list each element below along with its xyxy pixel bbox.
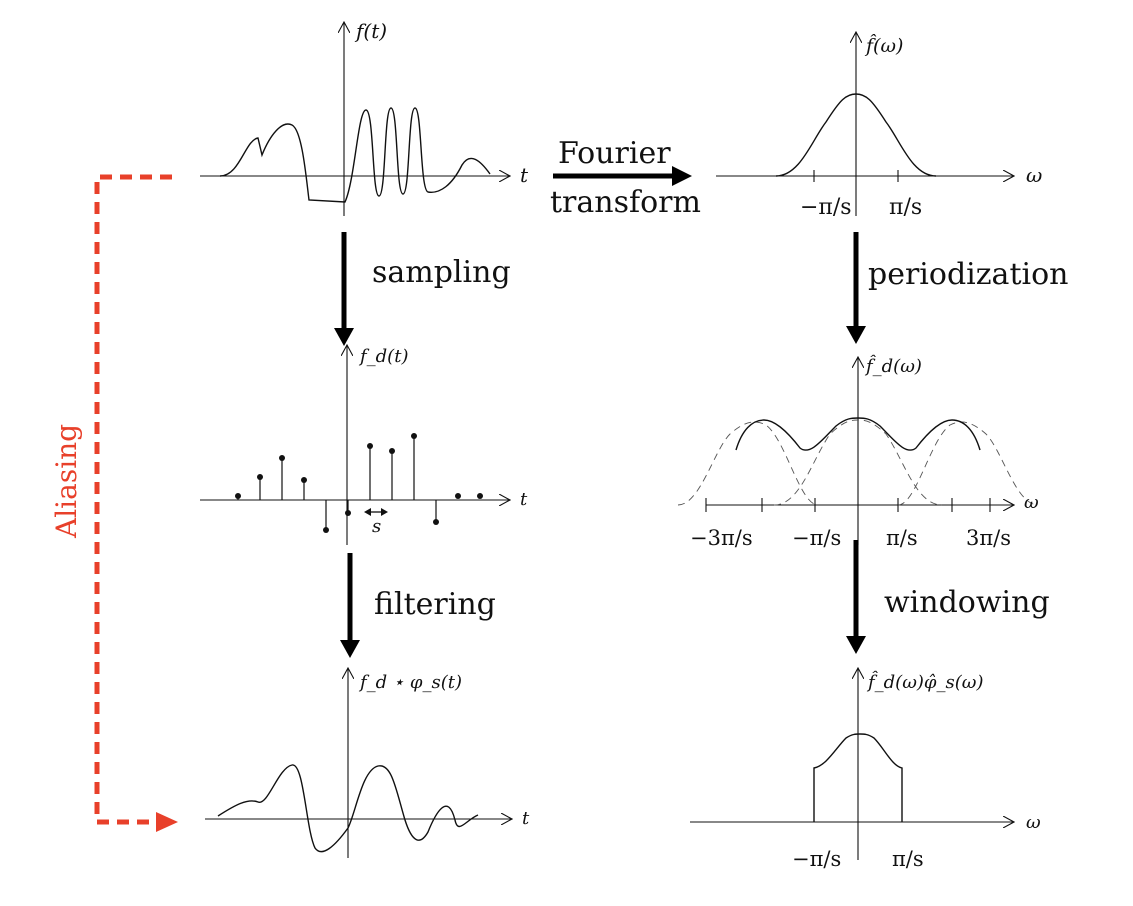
spectrum-curve (775, 93, 937, 177)
windowing-label: windowing (884, 585, 1050, 620)
filtered-panel: f_d ⋆ φ_s(t) t (205, 668, 530, 858)
step-size-label: s (372, 516, 381, 537)
fourier-step: Fourier transform (550, 136, 701, 220)
sample-stems (235, 433, 483, 533)
sampled-time-axis-label: t (520, 489, 528, 510)
filtered-time-axis-label: t (522, 808, 530, 829)
spectrum-tick-neg-label: −π/s (800, 195, 852, 220)
sampling-label: sampling (372, 255, 511, 290)
windowed-tick-neg-label: −π/s (792, 847, 841, 871)
signal-label: f(t) (354, 19, 387, 43)
filtered-curve (217, 764, 479, 853)
aliasing-dashed-line (94, 174, 172, 825)
periodized-ticks (705, 498, 991, 512)
spectrum-label: f̂(ω) (864, 34, 903, 57)
periodized-tick-pos1-label: π/s (886, 526, 918, 550)
spectrum-panel: −π/s π/s f̂(ω) ω (716, 32, 1042, 220)
periodized-curve (735, 417, 981, 451)
periodized-tick-neg1-label: −π/s (792, 526, 841, 550)
fourier-arrow-head (672, 166, 692, 186)
aliasing-label: Aliasing (50, 424, 83, 539)
time-axis-label: t (520, 163, 529, 187)
filtering-arrow-head (340, 640, 360, 658)
shifted-copies (677, 419, 1039, 506)
windowed-curve (813, 733, 903, 822)
periodized-tick-pos3-label: 3π/s (966, 526, 1011, 550)
sampling-step: sampling (334, 232, 511, 346)
spectrum-tick-pos-label: π/s (889, 195, 922, 220)
filtered-label: f_d ⋆ φ_s(t) (358, 672, 462, 693)
fourier-label-line1: Fourier (558, 136, 671, 171)
periodized-label: f̂_d(ω) (864, 354, 922, 377)
windowed-tick-pos-label: π/s (892, 847, 924, 871)
filtering-step: filtering (340, 553, 496, 658)
windowed-panel: −π/s π/s f̂_d(ω)φ̂_s(ω) ω (690, 668, 1041, 871)
periodization-arrow-head (846, 326, 866, 344)
windowing-step: windowing (846, 540, 1050, 654)
periodized-panel: −3π/s −π/s π/s 3π/s f̂_d(ω) ω (677, 354, 1039, 550)
periodization-label: periodization (868, 257, 1068, 292)
filtering-label: filtering (374, 587, 496, 622)
windowed-label: f̂_d(ω)φ̂_s(ω) (866, 670, 983, 693)
sampled-panel: s f_d(t) t (200, 345, 528, 545)
signal-curve (219, 107, 491, 203)
sampling-arrow-head (334, 328, 354, 346)
aliasing-arrow-head (156, 812, 178, 832)
windowed-freq-axis-label: ω (1026, 812, 1041, 833)
aliasing-path: Aliasing (50, 174, 178, 832)
freq-axis-label: ω (1026, 163, 1042, 187)
windowing-arrow-head (846, 636, 866, 654)
step-size-indicator (364, 508, 388, 516)
fourier-label-line2: transform (550, 185, 701, 220)
periodized-freq-axis-label: ω (1024, 492, 1039, 513)
signal-panel: f(t) t (200, 19, 529, 216)
periodized-tick-neg3-label: −3π/s (690, 526, 753, 550)
sampled-label: f_d(t) (358, 346, 408, 367)
periodization-step: periodization (846, 232, 1068, 344)
